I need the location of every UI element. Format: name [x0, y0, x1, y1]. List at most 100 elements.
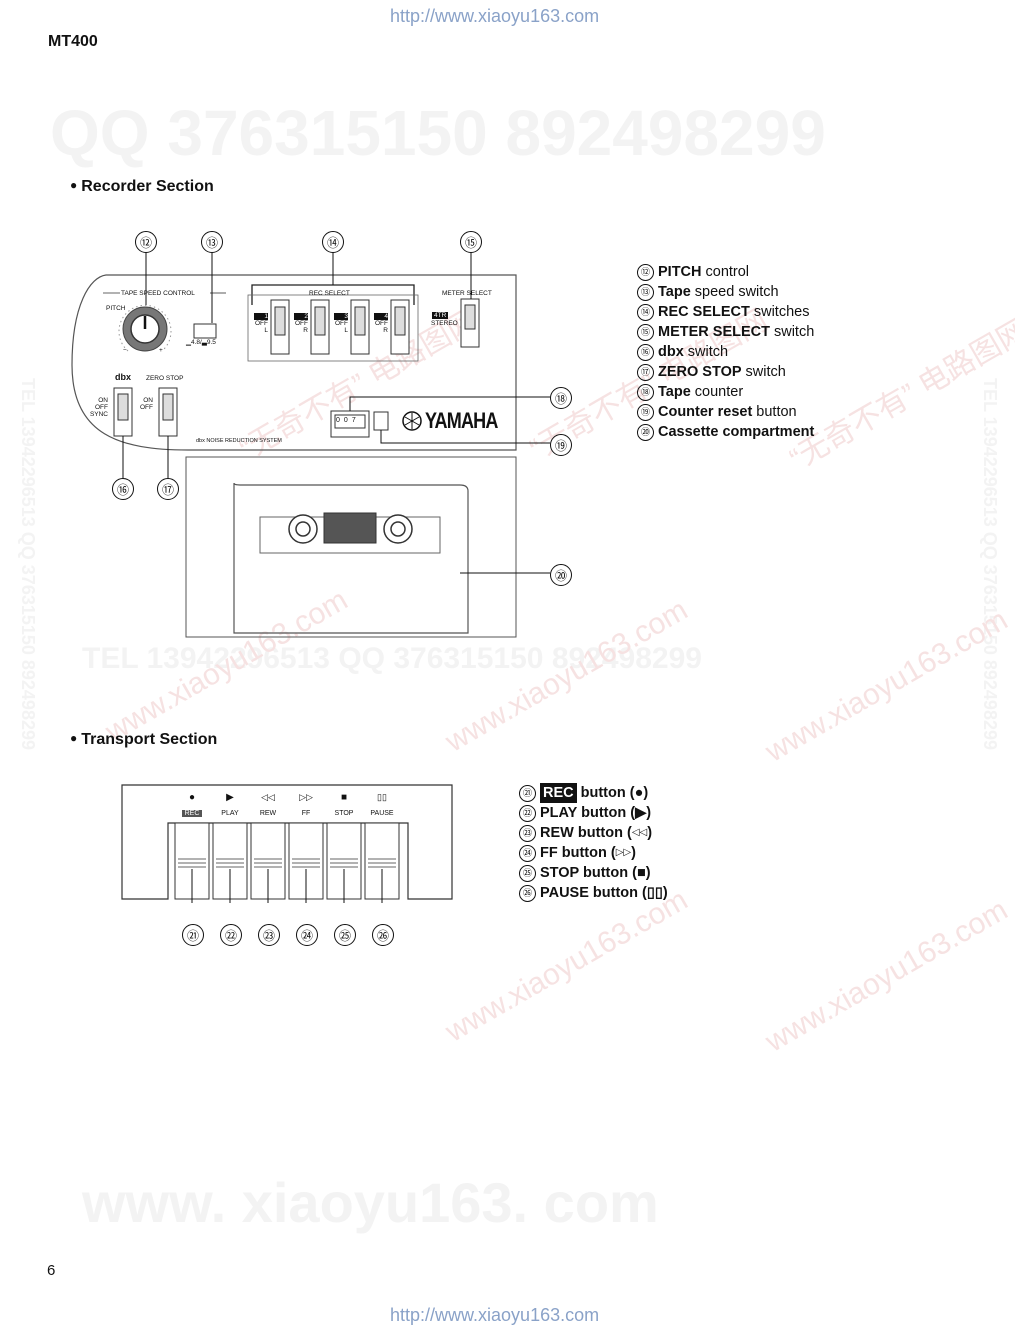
- legend-bold: PITCH: [658, 264, 702, 280]
- callout-18: ⑱: [550, 387, 572, 409]
- legend-num: ⑳: [637, 423, 654, 441]
- legend-text: PAUSE button (: [540, 885, 647, 901]
- dbx-off-label: OFF: [95, 404, 108, 411]
- zero-stop-label: ZERO STOP: [146, 375, 184, 382]
- pause-button-label: PAUSE: [370, 810, 394, 817]
- transport-diagram: [121, 784, 453, 903]
- bullet-icon: ●: [70, 178, 78, 192]
- legend-rest: switches: [753, 304, 810, 320]
- rec-select-label: REC SELECT: [309, 290, 350, 297]
- legend-num: ⑬: [637, 283, 654, 301]
- legend-num: ⑰: [637, 363, 654, 381]
- pitch-minus-label: −: [123, 347, 127, 354]
- stop-button-label: STOP: [334, 810, 354, 817]
- dbx-on-label: ON: [98, 397, 108, 404]
- rec-badge: REC: [540, 783, 577, 803]
- legend-rest: switch: [687, 344, 729, 360]
- legend-close: ): [643, 785, 649, 801]
- legend-bold: Tape: [658, 284, 691, 300]
- header-url[interactable]: http://www.xiaoyu163.com: [390, 6, 600, 26]
- legend-num: ⑱: [637, 383, 654, 401]
- legend-rest: button: [756, 404, 797, 420]
- legend-rest: switch: [773, 324, 815, 340]
- recorder-section-title: ●Recorder Section: [70, 178, 214, 196]
- control-panel-outline: [71, 274, 517, 451]
- counter-reset-button: [373, 411, 389, 431]
- transport-section-title: ●Transport Section: [70, 731, 217, 749]
- legend-rest: control: [705, 264, 750, 280]
- channel-off: OFF: [255, 320, 268, 327]
- meter-select-label: METER SELECT: [442, 290, 492, 297]
- rec-button-label: REC: [182, 810, 202, 817]
- legend-num: ㉕: [519, 864, 536, 882]
- legend-num: ㉒: [519, 804, 536, 822]
- legend-close: ): [646, 805, 652, 821]
- legend-num: ㉔: [519, 844, 536, 862]
- legend-close: ): [645, 865, 651, 881]
- dbx-system-label: dbx NOISE REDUCTION SYSTEM: [196, 438, 282, 444]
- zero-stop-off-label: OFF: [140, 404, 153, 411]
- counter-digit: 7: [351, 417, 356, 424]
- callout-21: ㉑: [182, 924, 204, 946]
- dbx-label: dbx: [115, 372, 132, 382]
- legend-close: ): [647, 825, 653, 841]
- tape-speed-control-label: TAPE SPEED CONTROL: [121, 290, 195, 297]
- play-button-label: PLAY: [221, 810, 239, 817]
- legend-rest: counter: [694, 384, 744, 400]
- legend-num: ⑫: [637, 263, 654, 281]
- rec-symbol: ●: [188, 792, 196, 803]
- callout-25: ㉕: [334, 924, 356, 946]
- pause-icon: ▯▯: [646, 885, 663, 901]
- channel-side: L: [264, 327, 268, 334]
- legend-bold: METER SELECT: [658, 324, 770, 340]
- dbx-positions: ON OFF SYNC: [88, 397, 108, 418]
- yamaha-brand: YAMAHA: [425, 408, 498, 433]
- channel-side: L: [344, 327, 348, 334]
- play-symbol: ▶: [226, 792, 234, 803]
- stop-symbol: ■: [340, 792, 348, 803]
- recorder-diagram: [71, 251, 550, 638]
- legend-num: ⑲: [637, 403, 654, 421]
- rec-channel-1: 1 OFF L: [254, 313, 268, 334]
- callout-14: ⑭: [322, 231, 344, 253]
- pitch-label: PITCH: [106, 305, 126, 312]
- bullet-icon: ●: [70, 731, 78, 745]
- model-name: MT400: [48, 33, 98, 50]
- zero-stop-positions: ON OFF: [138, 397, 153, 411]
- legend-num: ㉖: [519, 884, 536, 902]
- rec-channel-2: 2 OFF R: [294, 313, 308, 334]
- pitch-plus-label: +: [159, 347, 163, 354]
- callout-24: ㉔: [296, 924, 318, 946]
- meter-stereo-label: STEREO: [431, 320, 458, 327]
- legend-num: ⑮: [637, 323, 654, 341]
- speed-values-label: ▁4.8/▃9.5: [186, 339, 216, 346]
- channel-number: 3: [334, 313, 348, 320]
- stop-icon: ■: [636, 865, 646, 881]
- footer-url[interactable]: http://www.xiaoyu163.com: [390, 1305, 600, 1325]
- watermark-bottom: www. xiaoyu163. com: [82, 1171, 659, 1234]
- channel-off: OFF: [295, 320, 308, 327]
- dbx-sync-label: SYNC: [89, 411, 108, 418]
- counter-digit: 0: [336, 417, 340, 424]
- legend-close: ): [662, 885, 668, 901]
- legend-rest: speed switch: [694, 284, 779, 300]
- legend-close: ): [631, 845, 636, 861]
- watermark-diag: www.xiaoyu163.com: [760, 603, 1014, 769]
- rec-channel-4: 4 OFF R: [374, 313, 388, 334]
- channel-off: OFF: [335, 320, 348, 327]
- callout-23: ㉓: [258, 924, 280, 946]
- callout-15: ⑮: [460, 231, 482, 253]
- callout-17: ⑰: [157, 478, 179, 500]
- legend-num: ⑯: [637, 343, 654, 361]
- legend-num: ⑭: [637, 303, 654, 321]
